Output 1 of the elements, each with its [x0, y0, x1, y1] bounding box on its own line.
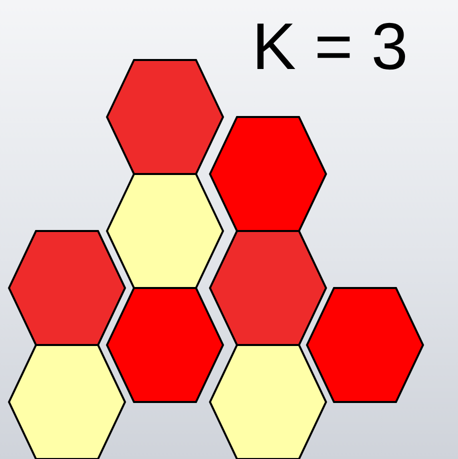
title: K = 3 — [252, 8, 408, 85]
